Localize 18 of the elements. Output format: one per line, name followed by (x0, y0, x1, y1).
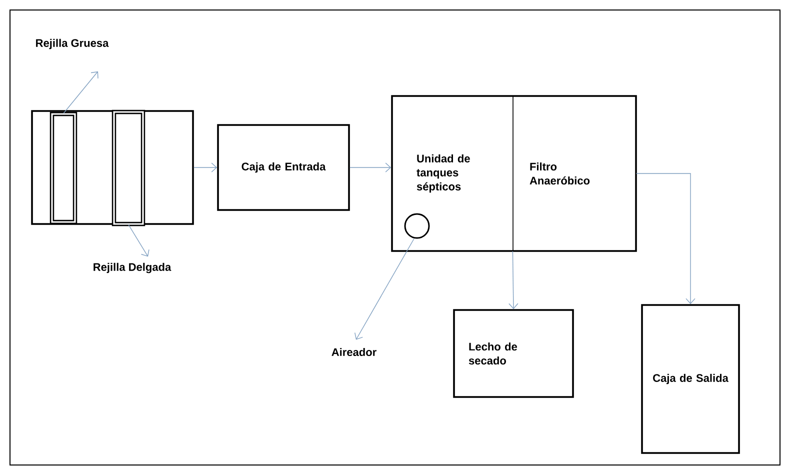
arrow (194, 162, 218, 172)
screen-bar (112, 110, 146, 226)
screen-bar (50, 112, 78, 224)
arrow (350, 162, 392, 172)
process-box: Caja de Entrada (217, 124, 350, 211)
compartment: Filtro Anaeróbico (512, 96, 636, 252)
arrow (63, 71, 98, 114)
screen-chamber (31, 110, 194, 225)
callout-text: Aireador (332, 348, 376, 356)
arrow (128, 224, 150, 257)
arrow (354, 238, 414, 340)
node-label: Unidad de tanques sépticos (416, 154, 470, 193)
arrow (508, 250, 518, 310)
callout-text: Rejilla Delgada (94, 262, 172, 274)
process-box: Caja de Salida (641, 304, 740, 454)
callout-text: Rejilla Gruesa (36, 38, 109, 50)
arrow (636, 173, 696, 304)
process-box: Lecho de secado (453, 309, 574, 398)
